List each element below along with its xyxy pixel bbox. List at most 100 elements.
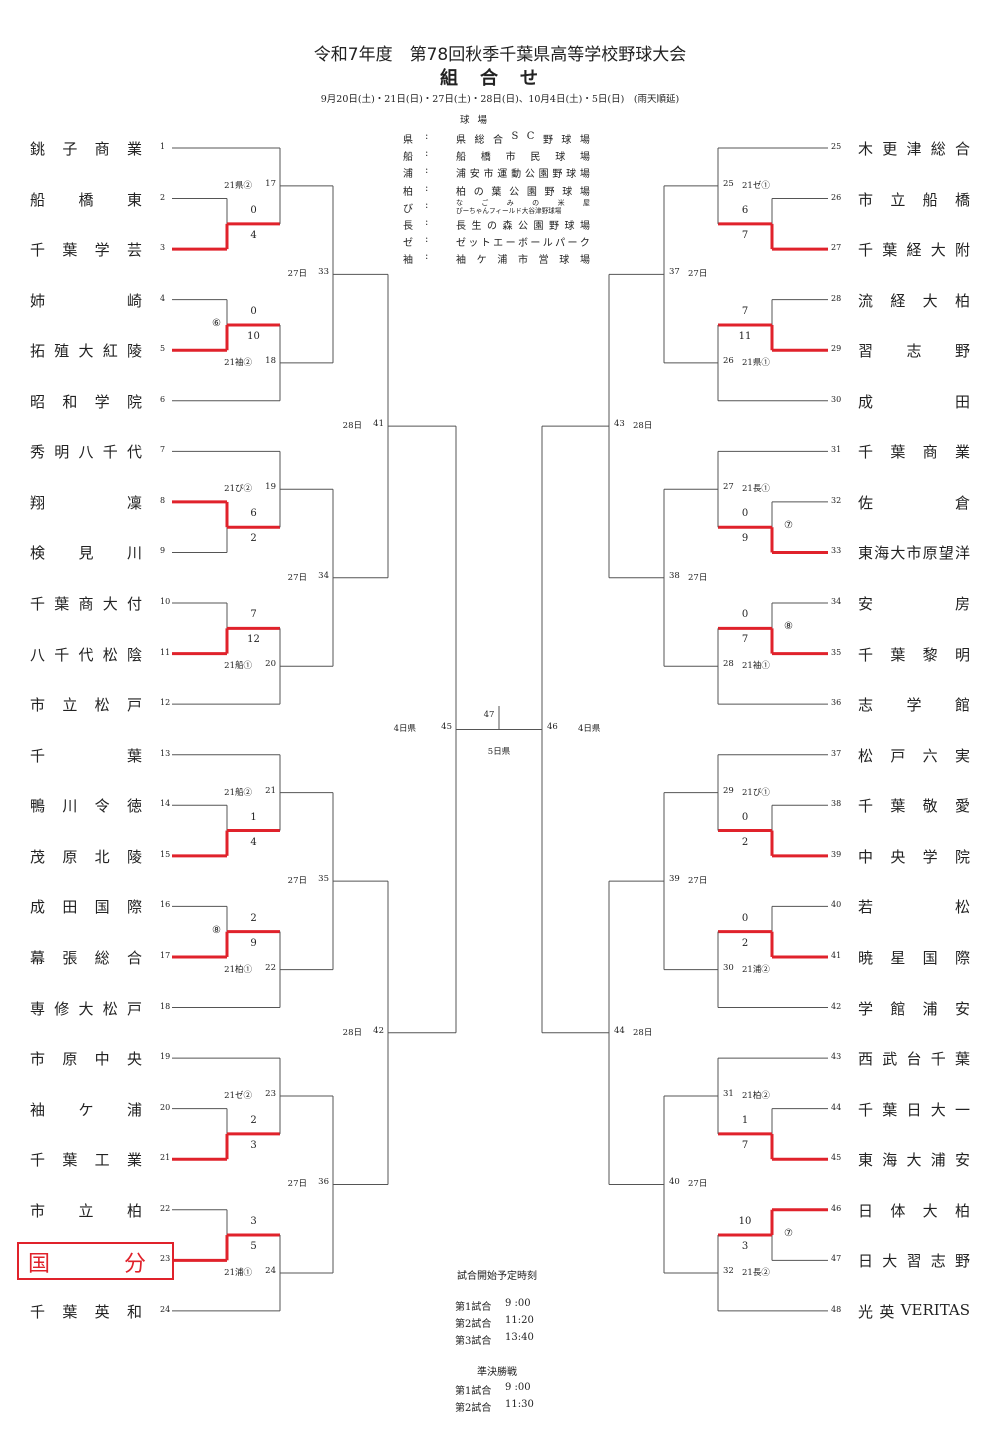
- team-21: 千葉工業: [30, 1151, 142, 1170]
- team-15: 茂原北陵: [30, 847, 142, 866]
- match-number: 36: [318, 1177, 329, 1188]
- match-number: 23: [265, 1089, 276, 1099]
- schedule-heading: 試合開始予定時刻: [457, 1271, 537, 1282]
- team-number: 46: [831, 1203, 842, 1213]
- team-number: 13: [160, 748, 171, 758]
- team-27: 千葉経大附: [858, 241, 970, 260]
- venue-name: 袖ケ浦市営球場: [456, 255, 590, 267]
- match-info: 28日: [633, 1027, 653, 1038]
- team-43: 西武台千葉: [858, 1050, 970, 1069]
- match-info: 27日: [688, 876, 708, 887]
- team-number: 27: [831, 243, 842, 253]
- match-number: 26: [723, 355, 734, 366]
- score: 3: [250, 1216, 257, 1228]
- team-number: 22: [160, 1203, 171, 1213]
- score: 3: [250, 1139, 257, 1151]
- venue-colon: :: [425, 182, 429, 194]
- match-number: 37: [669, 267, 680, 278]
- team-number: 16: [160, 900, 171, 910]
- team-number: 12: [160, 698, 171, 708]
- match-info: 4日県: [393, 724, 416, 735]
- score: 2: [250, 912, 257, 924]
- team-number: 47: [831, 1254, 842, 1264]
- team-number: 26: [831, 192, 842, 202]
- match-info: 21船①: [224, 661, 252, 672]
- semi-schedule-heading: 準決勝戦: [477, 1367, 517, 1378]
- score: 7: [741, 1139, 749, 1151]
- team-33: 東海大市原望洋: [858, 544, 970, 563]
- team-number: 7: [160, 445, 166, 455]
- team-number: 44: [831, 1102, 842, 1112]
- match-info: 27日: [287, 269, 307, 280]
- team-5: 拓殖大紅陵: [30, 342, 142, 361]
- team-number: 43: [831, 1052, 842, 1062]
- final-match-number: 47: [483, 710, 495, 720]
- match-info: 21袖②: [224, 357, 252, 368]
- score: 10: [247, 330, 260, 342]
- team-number: 34: [831, 597, 842, 607]
- match-info: 28日: [633, 421, 653, 432]
- team-19: 市原中央: [30, 1050, 142, 1069]
- match-number: 31: [723, 1089, 734, 1099]
- team-12: 市立松戸: [30, 696, 142, 715]
- venue-colon: :: [425, 199, 429, 211]
- venue-name: なごみの米屋: [456, 198, 590, 207]
- final-match-info: 5日県: [487, 747, 511, 757]
- match-info: 28日: [342, 421, 362, 432]
- team-39: 中央学院: [858, 847, 970, 866]
- match-number: 39: [669, 874, 680, 885]
- team-number: 1: [160, 142, 166, 151]
- match-info: 21袖①: [742, 661, 770, 672]
- team-3: 千葉学芸: [30, 241, 142, 260]
- team-number: 10: [160, 597, 171, 607]
- match-number: 35: [318, 874, 329, 885]
- match-number: 34: [318, 570, 329, 581]
- team-number: 17: [160, 950, 171, 960]
- team-number: 11: [160, 647, 171, 657]
- team-number: 3: [160, 243, 166, 253]
- match-info: 27日: [287, 876, 307, 887]
- team-number: 6: [160, 394, 166, 404]
- score: 10: [738, 1216, 752, 1228]
- venue-name: 長生の森公園野球場: [456, 221, 590, 232]
- match-number: 21: [265, 785, 276, 796]
- venue-name-sub: ぴーちゃんフィールド大谷津野球場: [456, 206, 562, 215]
- schedule-label: 第1試合: [455, 1302, 492, 1313]
- team-16: 成田国際: [30, 898, 142, 917]
- innings-marker: ⑦: [784, 1228, 793, 1240]
- team-number: 35: [831, 647, 842, 657]
- score: 0: [741, 912, 749, 924]
- score: 7: [250, 609, 257, 621]
- team-number: 14: [160, 799, 171, 809]
- schedule-label: 第2試合: [455, 1403, 492, 1414]
- team-number: 31: [831, 445, 842, 455]
- team-47: 日大習志野: [858, 1252, 970, 1271]
- team-number: 48: [831, 1304, 842, 1314]
- team-1: 銚子商業: [30, 140, 142, 158]
- match-number: 28: [723, 659, 734, 670]
- venue-colon: :: [425, 217, 429, 228]
- match-number: 19: [265, 482, 276, 493]
- score: 4: [250, 836, 257, 848]
- team-20: 袖ケ浦: [30, 1100, 142, 1119]
- team-32: 佐倉: [858, 493, 970, 512]
- match-info: 27日: [688, 572, 708, 583]
- venue-colon: :: [425, 131, 429, 142]
- team-number: 45: [831, 1153, 842, 1163]
- score: 9: [250, 937, 257, 949]
- team-number: 38: [831, 799, 842, 809]
- venue-colon: :: [425, 251, 429, 263]
- team-14: 鴨川令徳: [30, 797, 142, 816]
- schedule-time: 9 :00: [505, 1382, 531, 1393]
- match-number: 44: [614, 1025, 625, 1036]
- team-number: 42: [831, 1001, 842, 1011]
- team-number: 21: [160, 1153, 171, 1163]
- team-number: 9: [160, 546, 166, 556]
- team-number: 41: [831, 950, 842, 960]
- team-number: 30: [831, 394, 842, 404]
- team-number: 2: [160, 192, 166, 202]
- team-number: 19: [160, 1052, 171, 1062]
- match-number: 45: [441, 722, 452, 733]
- match-info: 21浦①: [224, 1267, 252, 1278]
- score: 7: [741, 305, 749, 317]
